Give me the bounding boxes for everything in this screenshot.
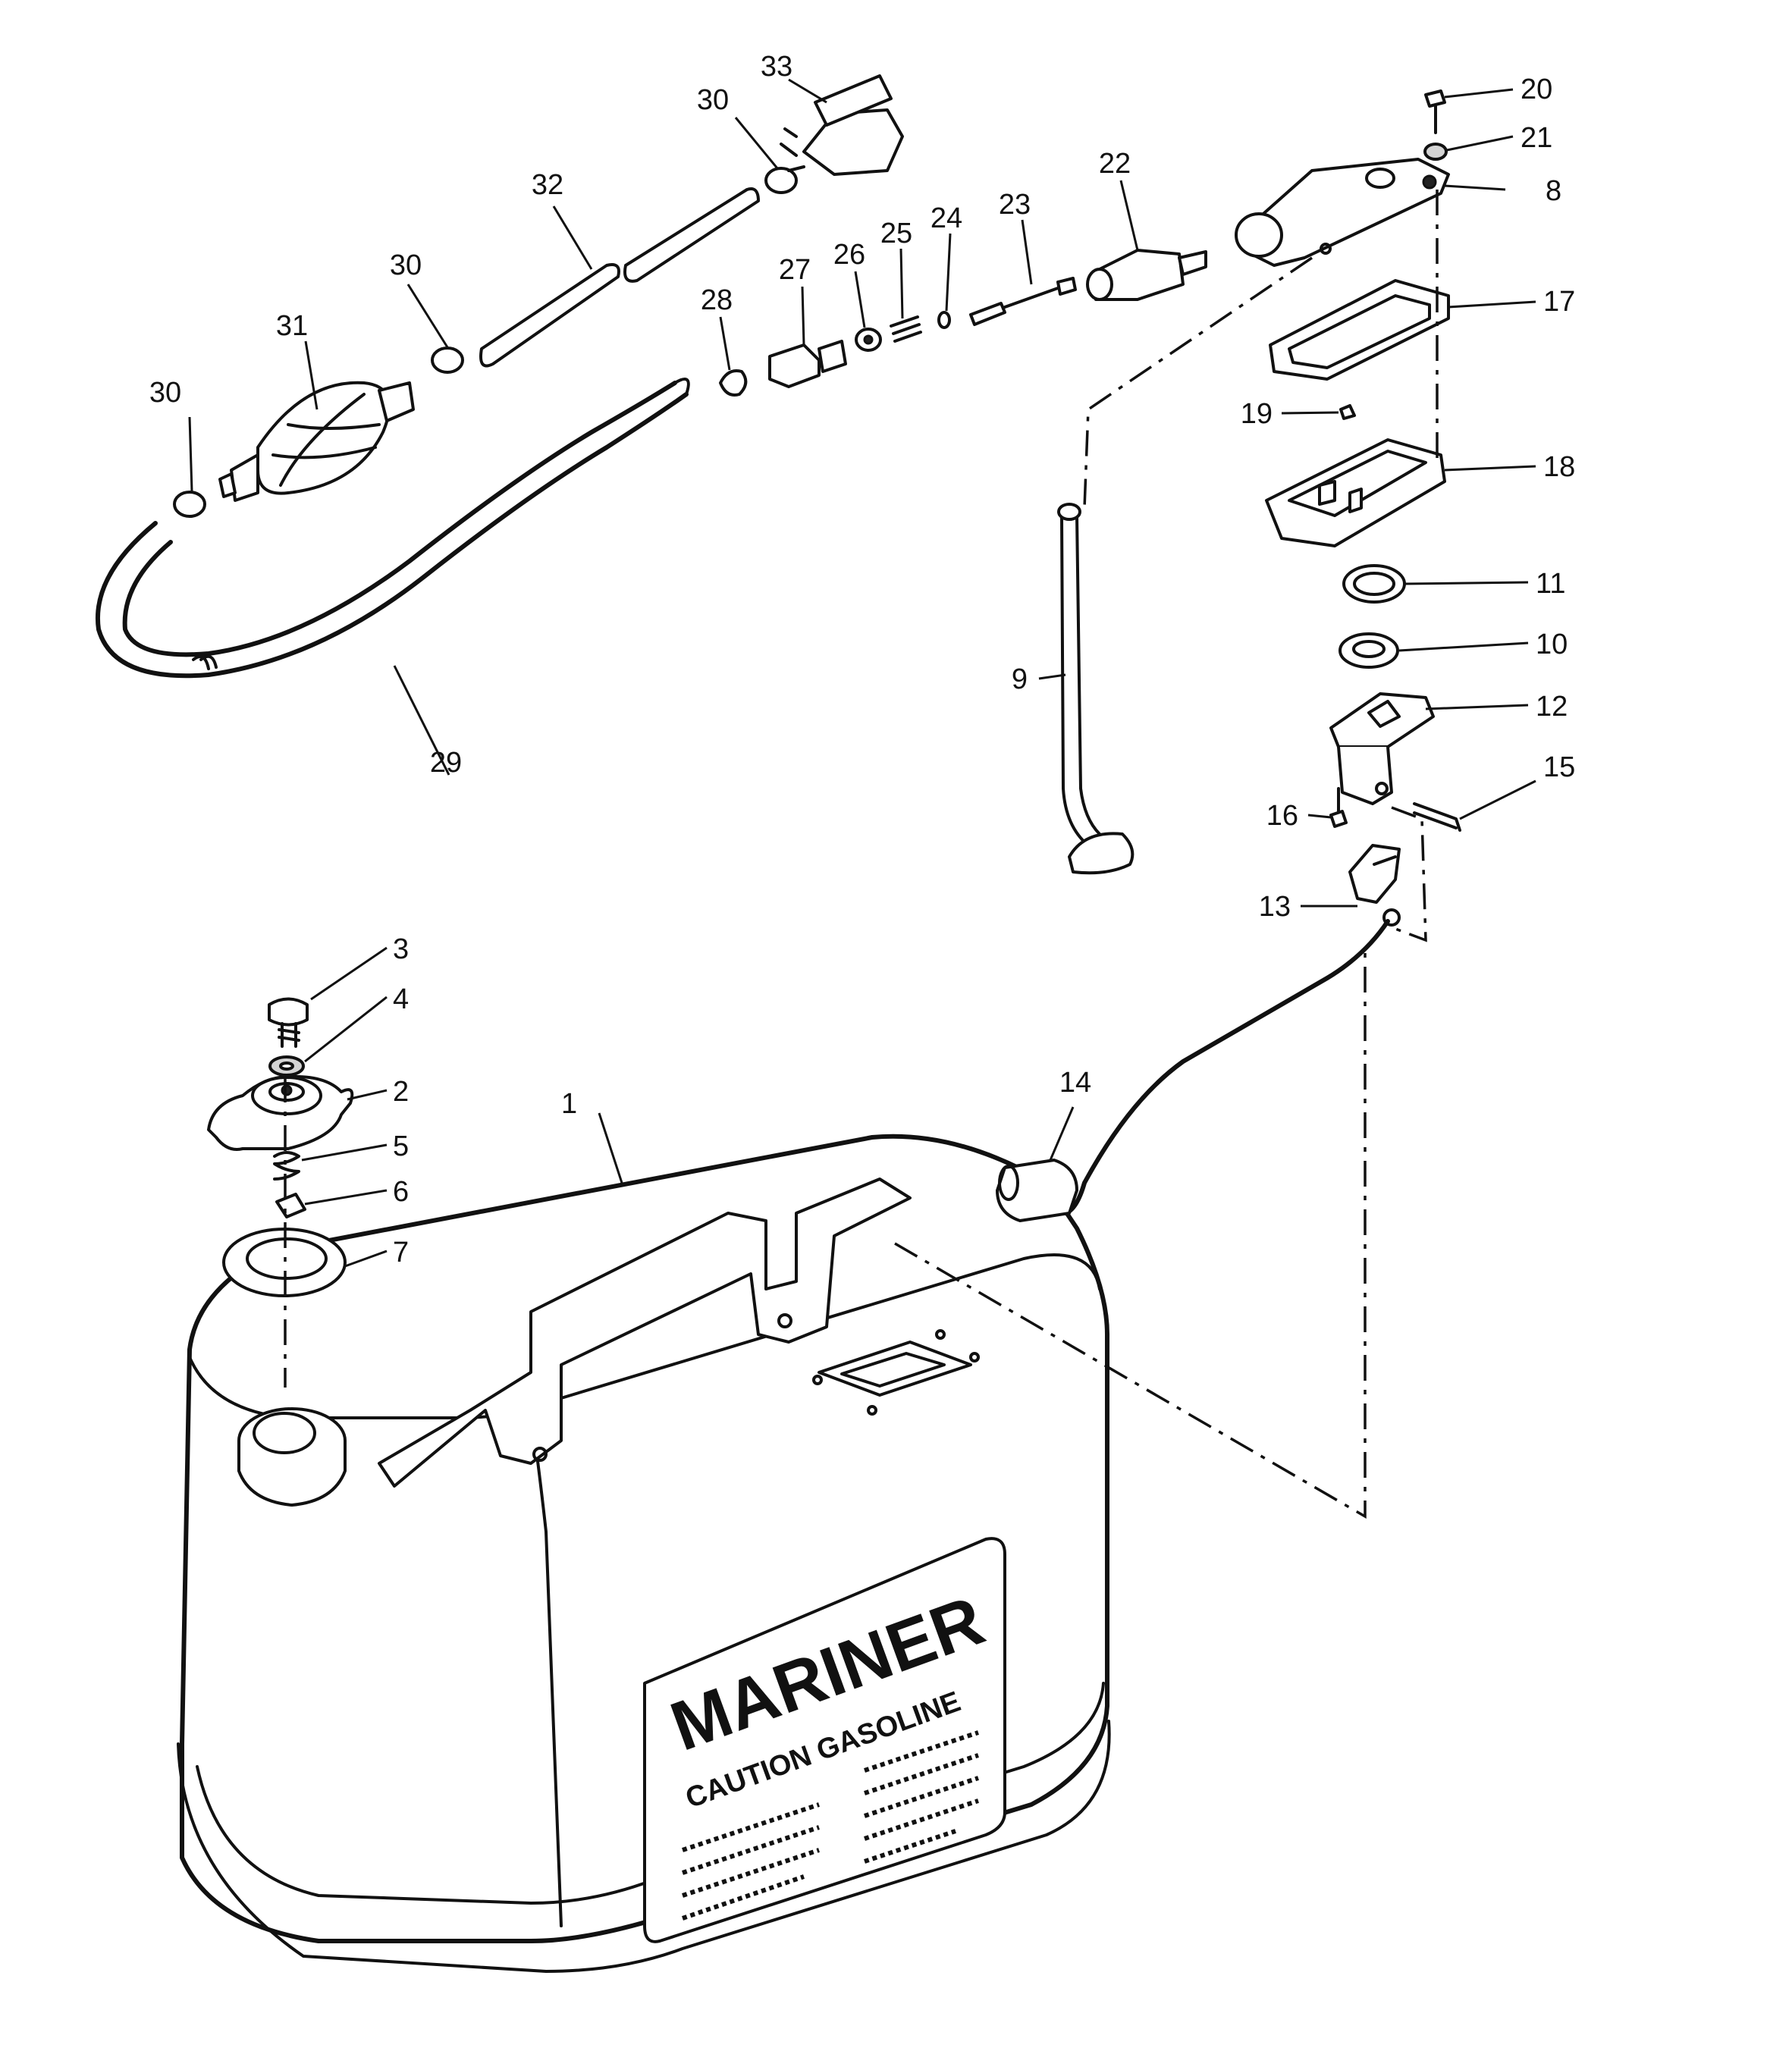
callout-7: 7: [393, 1237, 409, 1268]
callout-32: 32: [532, 169, 563, 201]
callout-25: 25: [880, 218, 912, 249]
callout-14: 14: [1059, 1067, 1091, 1099]
callout-27: 27: [779, 254, 811, 286]
callout-30-lower-left: 30: [149, 377, 181, 409]
callout-19: 19: [1241, 398, 1273, 430]
callout-17: 17: [1543, 286, 1575, 318]
callout-23: 23: [999, 189, 1031, 221]
decal-fine-print-marks: [682, 1730, 979, 1921]
callout-33: 33: [761, 51, 792, 83]
callout-24: 24: [931, 202, 962, 234]
callout-26: 26: [833, 239, 865, 271]
callout-6: 6: [393, 1176, 409, 1208]
callout-3: 3: [393, 933, 409, 965]
callout-30-mid: 30: [390, 249, 422, 281]
callout-labels: 1 2 3 4 5 6 7 8 9 10 11 12 13 14 15 16 1…: [149, 51, 1575, 1268]
gauge-assembly-drawing: [894, 89, 1461, 1519]
callout-9: 9: [1012, 663, 1028, 695]
callout-31: 31: [276, 310, 308, 342]
callout-15: 15: [1543, 751, 1575, 783]
callout-22: 22: [1099, 148, 1131, 180]
callout-21: 21: [1521, 122, 1552, 154]
leader-lines: [188, 78, 1536, 1268]
filler-cap-drawing: [207, 997, 354, 1388]
callout-13: 13: [1259, 891, 1291, 923]
callout-16: 16: [1266, 800, 1298, 832]
fuel-hose-drawing: [96, 74, 1207, 679]
callout-29: 29: [430, 747, 462, 779]
callout-8: 8: [1546, 175, 1561, 207]
callout-12: 12: [1536, 691, 1568, 723]
callout-30-top: 30: [697, 84, 729, 116]
callout-11: 11: [1536, 568, 1565, 600]
callout-2: 2: [393, 1076, 409, 1108]
callout-28: 28: [701, 284, 733, 316]
callout-1: 1: [561, 1088, 577, 1120]
callout-10: 10: [1536, 629, 1568, 660]
callout-18: 18: [1543, 451, 1575, 483]
fuel-tank-drawing: MARINER CAUTION GASOLINE: [177, 1134, 1111, 1973]
callout-5: 5: [393, 1130, 409, 1162]
callout-4: 4: [393, 983, 409, 1015]
callout-20: 20: [1521, 74, 1552, 105]
